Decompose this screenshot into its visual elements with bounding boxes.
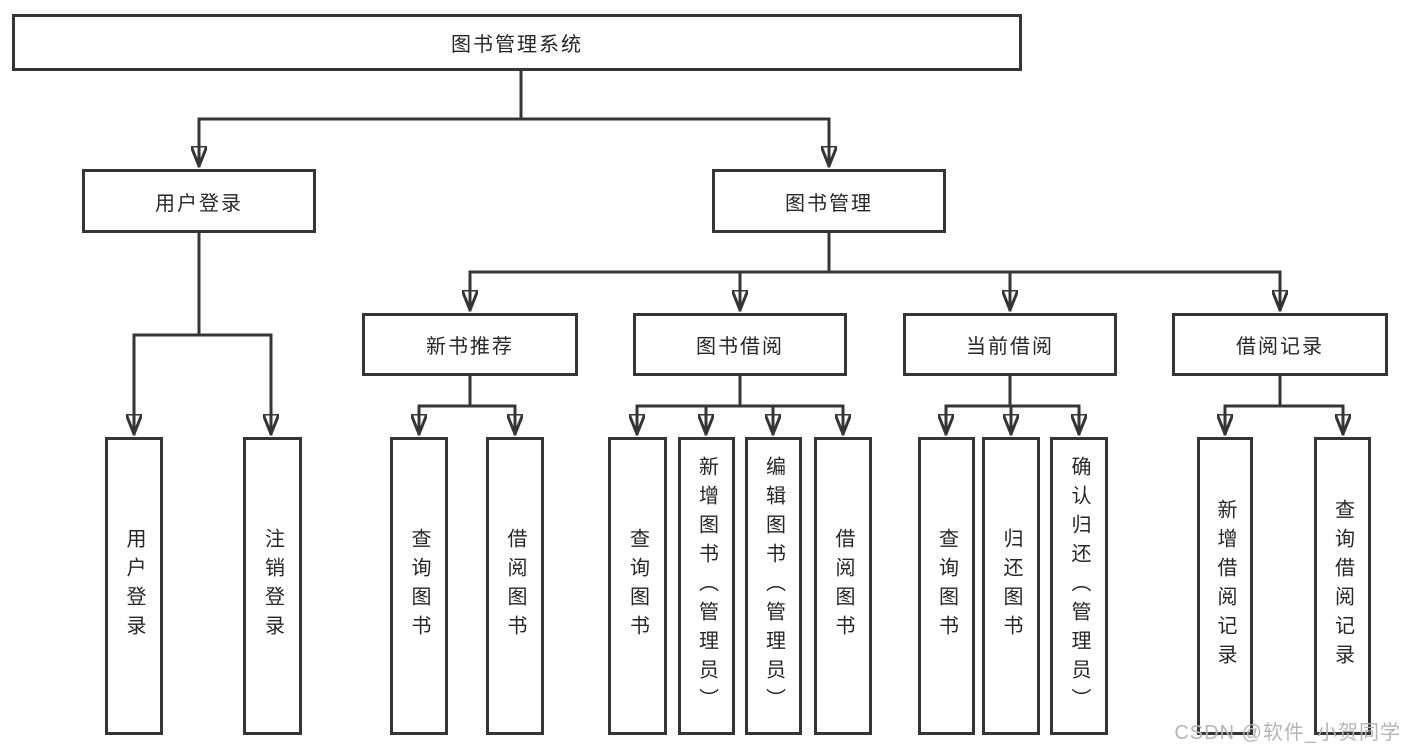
connector-current-borrow-children	[946, 374, 1079, 436]
csdn-watermark: CSDN @软件_小贺同学	[1174, 722, 1401, 744]
leaf-newbook-query-label: 查询图书	[408, 528, 430, 644]
leaf-current-confirm-admin: 确认归还（管理员）	[1050, 437, 1108, 735]
leaf-borrow-borrow: 借阅图书	[814, 437, 872, 735]
leaf-user-login-label: 用户登录	[123, 528, 145, 644]
leaf-user-login: 用户登录	[105, 437, 163, 735]
connector-borrow-records-children	[1225, 374, 1343, 436]
leaf-newbook-query: 查询图书	[390, 437, 448, 735]
node-root: 图书管理系统	[12, 14, 1022, 71]
leaf-logout-label: 注销登录	[261, 528, 284, 644]
node-new-book-recommend-label: 新书推荐	[426, 336, 514, 358]
leaf-borrow-edit-admin-label: 编辑图书（管理员）	[762, 455, 785, 717]
node-book-mgmt-label: 图书管理	[785, 192, 873, 215]
leaf-borrow-add-admin-label: 新增图书（管理员）	[695, 455, 718, 717]
node-book-borrow: 图书借阅	[633, 313, 847, 376]
leaf-borrow-query: 查询图书	[608, 437, 667, 735]
node-borrow-records-label: 借阅记录	[1236, 336, 1324, 358]
leaf-current-return: 归还图书	[982, 437, 1040, 735]
connector-book-mgmt-children	[470, 231, 1280, 312]
node-borrow-records: 借阅记录	[1172, 313, 1388, 376]
node-new-book-recommend: 新书推荐	[362, 313, 578, 376]
leaf-records-query-label: 查询借阅记录	[1331, 499, 1354, 673]
leaf-current-query-label: 查询图书	[935, 528, 958, 644]
leaf-current-query: 查询图书	[918, 437, 975, 735]
leaf-records-add-label: 新增借阅记录	[1214, 499, 1236, 673]
leaf-newbook-borrow-label: 借阅图书	[504, 528, 526, 644]
leaf-current-confirm-admin-label: 确认归还（管理员）	[1068, 455, 1090, 717]
leaf-newbook-borrow: 借阅图书	[486, 437, 544, 735]
node-user-login-label: 用户登录	[155, 192, 243, 215]
leaf-records-query: 查询借阅记录	[1314, 437, 1371, 735]
node-book-borrow-label: 图书借阅	[696, 336, 784, 358]
leaf-borrow-borrow-label: 借阅图书	[832, 528, 854, 644]
leaf-logout: 注销登录	[243, 437, 302, 735]
node-user-login: 用户登录	[82, 169, 316, 233]
leaf-borrow-add-admin: 新增图书（管理员）	[678, 437, 735, 735]
connector-new-book-children	[419, 374, 515, 436]
connector-book-borrow-children	[637, 374, 843, 436]
leaf-borrow-query-label: 查询图书	[626, 528, 649, 644]
node-book-mgmt: 图书管理	[712, 169, 946, 233]
node-current-borrow: 当前借阅	[903, 313, 1117, 376]
connector-root-to-level2	[199, 69, 829, 168]
leaf-records-add: 新增借阅记录	[1197, 437, 1253, 735]
leaf-borrow-edit-admin: 编辑图书（管理员）	[745, 437, 802, 735]
node-root-label: 图书管理系统	[451, 34, 583, 56]
connector-user-login-children	[134, 231, 271, 436]
leaf-current-return-label: 归还图书	[1000, 528, 1022, 644]
node-current-borrow-label: 当前借阅	[966, 336, 1054, 358]
